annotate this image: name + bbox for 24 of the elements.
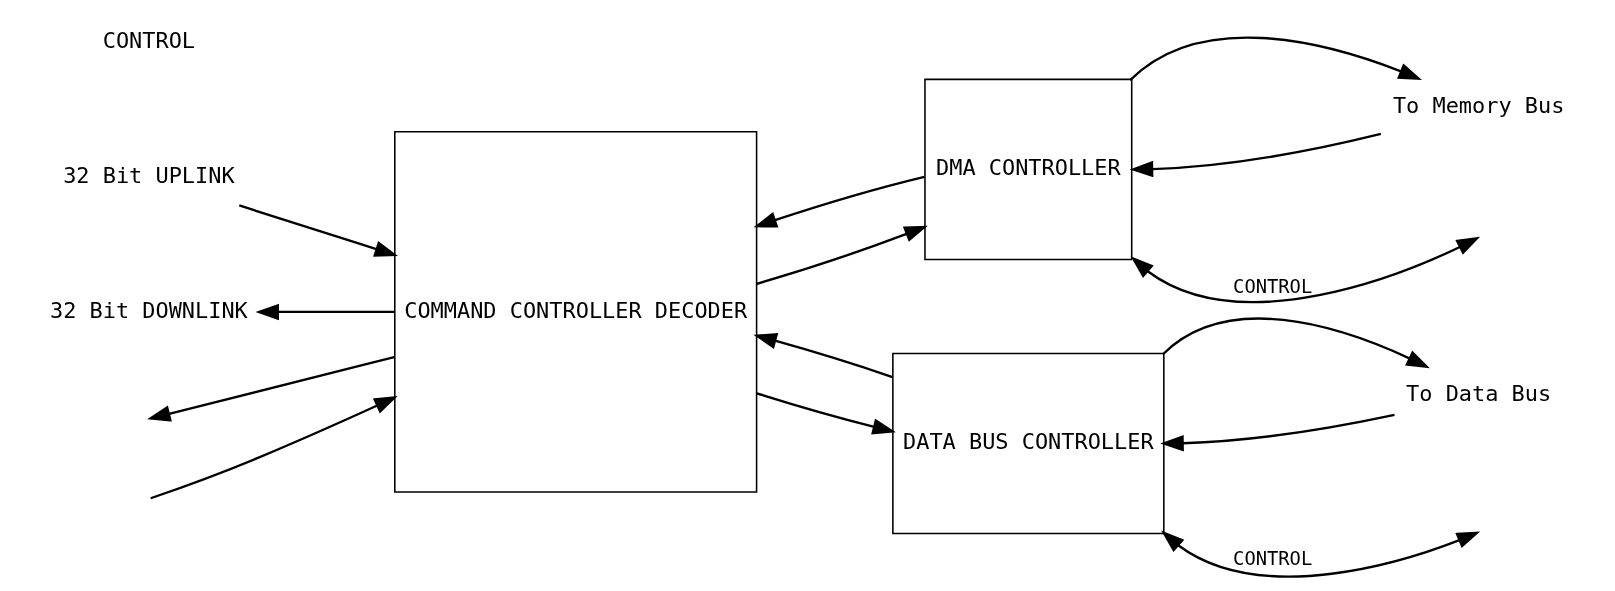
arrow [1129,36,1422,82]
arrow [238,204,399,257]
node-text: 32 Bit DOWNLINK [49,297,248,323]
label: CONTROL [102,28,196,54]
arrow [150,396,398,500]
node-text: To Data Bus [1406,380,1552,406]
node-box: DATA BUS CONTROLLER [892,352,1165,535]
arrow [1130,236,1481,304]
arrow [1161,530,1481,578]
node-text: To Memory Bus [1392,92,1565,118]
arrow [255,303,395,321]
arrow [147,356,395,422]
edge-label: CONTROL [1233,548,1313,570]
arrow [756,225,928,285]
arrow [756,392,896,435]
node-box: DMA CONTROLLER [924,78,1133,261]
arrow [1162,317,1430,369]
node-text: 32 Bit UPLINK [63,163,235,189]
arrow [753,175,925,228]
arrow [1160,413,1395,452]
arrow [1129,132,1382,178]
node-box: COMMAND CONTROLLER DECODER [394,131,758,493]
edge-label: CONTROL [1233,275,1313,297]
arrow [753,333,893,379]
